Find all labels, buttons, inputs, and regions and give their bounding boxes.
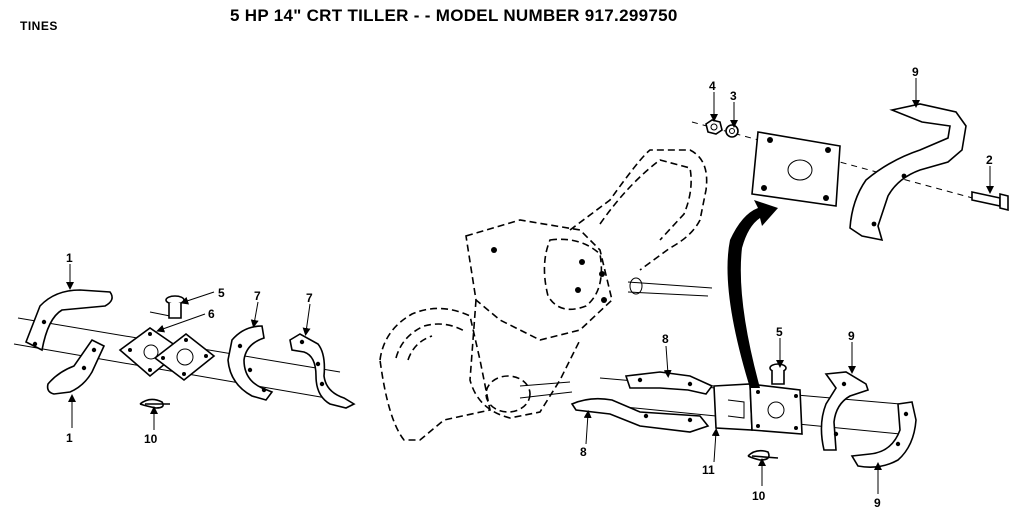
diagram-title: 5 HP 14" CRT TILLER - - MODEL NUMBER 917… [230, 6, 678, 25]
callout-8-upper: 8 [662, 332, 669, 346]
tine-part-1-lower [46, 338, 106, 395]
tine-part-8-upper [624, 371, 714, 395]
tiller-body-dashed [379, 149, 713, 441]
callout-5-right: 5 [776, 325, 783, 339]
callout-3: 3 [730, 89, 737, 103]
hairpin-part-10-right [747, 449, 779, 461]
bolt-part-5-left [165, 295, 185, 319]
tine-part-8-lower [570, 397, 710, 433]
washer-part-3 [725, 124, 739, 138]
mounting-plate [751, 131, 841, 207]
callout-11: 11 [702, 463, 715, 477]
hairpin-part-10-left [139, 398, 170, 409]
callout-7-a: 7 [254, 289, 261, 303]
upper-detail [691, 103, 1009, 388]
bolt-part-2 [971, 191, 1009, 212]
tine-part-9-large [849, 103, 967, 242]
tine-part-1-upper [24, 289, 113, 352]
callout-9-top: 9 [912, 65, 919, 79]
callout-leaders [66, 78, 994, 494]
callout-10-left: 10 [144, 432, 158, 446]
callout-1-top: 1 [66, 251, 73, 265]
right-tine-assembly [570, 363, 917, 468]
flange-plate-part-6 [118, 327, 216, 382]
callout-9-bottom: 9 [874, 496, 881, 510]
tine-part-9-a [820, 371, 870, 451]
tine-part-7-a [227, 325, 274, 401]
tine-part-7-b [289, 333, 356, 409]
assembly-arrow [727, 200, 778, 388]
left-tine-assembly [13, 289, 356, 409]
section-label: TINES [20, 19, 58, 33]
callout-1-bottom: 1 [66, 431, 73, 445]
callout-2: 2 [986, 153, 993, 167]
callout-7-b: 7 [306, 291, 313, 305]
callout-5-left: 5 [218, 286, 225, 300]
callout-10-right: 10 [752, 489, 766, 503]
tine-part-9-b [850, 401, 917, 468]
callout-6: 6 [208, 307, 215, 321]
callout-4: 4 [709, 79, 716, 93]
callout-numbers: 1 1 5 6 7 7 10 8 8 5 9 11 10 9 4 3 9 2 [66, 65, 993, 510]
nut-part-4 [705, 119, 723, 135]
callout-9-mid: 9 [848, 329, 855, 343]
bolt-part-5-right [769, 363, 787, 385]
flange-part-11 [713, 383, 803, 435]
callout-8-lower: 8 [580, 445, 587, 459]
